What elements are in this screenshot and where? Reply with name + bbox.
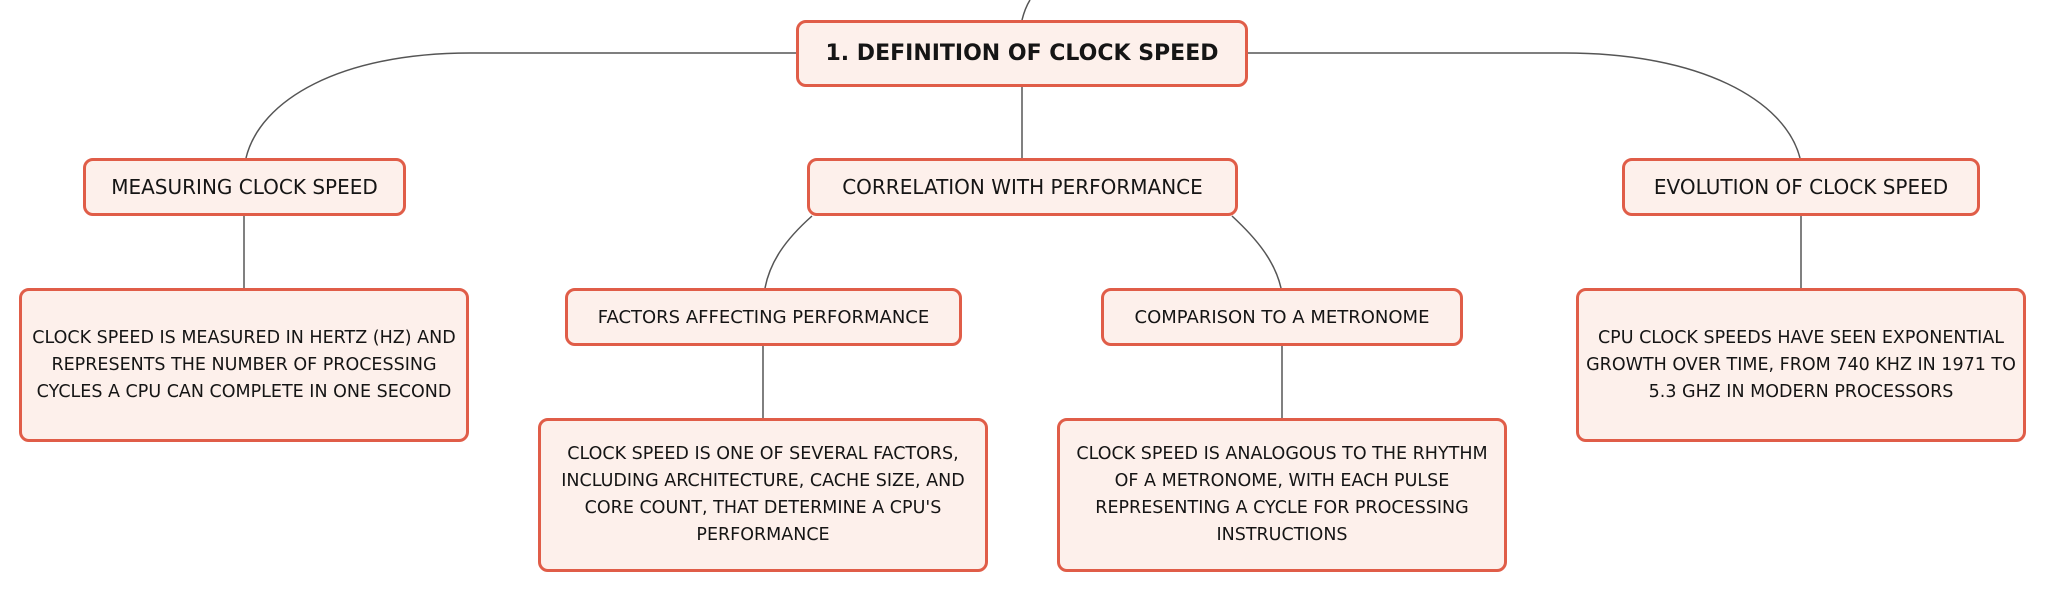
factors-detail-node[interactable]: CLOCK SPEED IS ONE OF SEVERAL FACTORS, I… [538,418,988,572]
connector-root-to-measuring [245,52,796,159]
evolution-detail-node[interactable]: CPU CLOCK SPEEDS HAVE SEEN EXPONENTIAL G… [1576,288,2026,442]
measuring-clock-speed-node[interactable]: MEASURING CLOCK SPEED [83,158,406,216]
measuring-detail-text: CLOCK SPEED IS MEASURED IN HERTZ (HZ) AN… [32,327,456,402]
evolution-of-clock-speed-node[interactable]: EVOLUTION OF CLOCK SPEED [1622,158,1980,216]
factors-affecting-performance-node[interactable]: FACTORS AFFECTING PERFORMANCE [565,288,962,346]
connector-root-to-evolution [1248,52,1801,159]
measuring-detail-node[interactable]: CLOCK SPEED IS MEASURED IN HERTZ (HZ) AN… [19,288,469,442]
correlation-with-performance-node[interactable]: CORRELATION WITH PERFORMANCE [807,158,1238,216]
correlation-with-performance-label: CORRELATION WITH PERFORMANCE [842,175,1203,199]
connector-correlation-to-metronome [1231,215,1282,289]
connector-correlation-to-factors [764,215,813,289]
root-node[interactable]: 1. DEFINITION OF CLOCK SPEED [796,20,1248,87]
evolution-detail-text: CPU CLOCK SPEEDS HAVE SEEN EXPONENTIAL G… [1586,327,2016,402]
evolution-of-clock-speed-label: EVOLUTION OF CLOCK SPEED [1653,175,1949,199]
measuring-clock-speed-label: MEASURING CLOCK SPEED [111,175,378,199]
metronome-detail-text: CLOCK SPEED IS ANALOGOUS TO THE RHYTHM O… [1076,444,1488,545]
factors-detail-text: CLOCK SPEED IS ONE OF SEVERAL FACTORS, I… [561,444,965,545]
metronome-detail-node[interactable]: CLOCK SPEED IS ANALOGOUS TO THE RHYTHM O… [1057,418,1507,572]
connector-parent-to-root [1021,0,1031,21]
root-label: 1. DEFINITION OF CLOCK SPEED [825,41,1219,66]
factors-affecting-performance-label: FACTORS AFFECTING PERFORMANCE [597,306,930,328]
comparison-to-metronome-label: COMPARISON TO A METRONOME [1134,306,1430,328]
comparison-to-metronome-node[interactable]: COMPARISON TO A METRONOME [1101,288,1463,346]
